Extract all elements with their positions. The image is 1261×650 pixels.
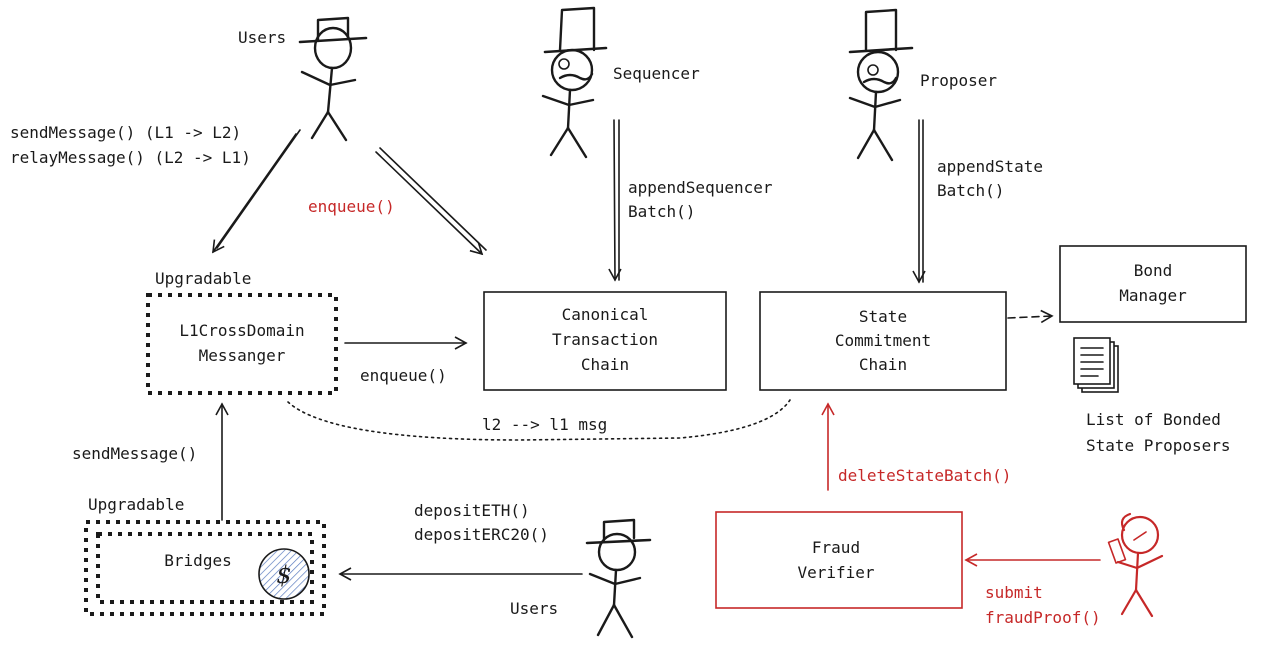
users-bottom-label: Users (510, 599, 558, 618)
bonded-line-1: List of Bonded (1086, 410, 1221, 429)
fraud-line-2: Verifier (797, 563, 874, 582)
bonded-line-2: State Proposers (1086, 436, 1231, 455)
sequencer-actor: Sequencer (541, 6, 700, 159)
messenger-box (146, 293, 338, 395)
ctc-box (483, 291, 727, 391)
bond-line-2: Manager (1119, 286, 1187, 305)
scc-line-3: Chain (859, 355, 907, 374)
dollar-coin-icon: $ (258, 548, 310, 600)
submit-label: submit (985, 583, 1043, 602)
bridges-inner-box (96, 532, 314, 604)
challenger-actor (1107, 512, 1164, 618)
arrows (212, 119, 1101, 581)
ctc-line-2: Transaction (552, 330, 658, 349)
messenger-line-1: L1CrossDomain (179, 321, 304, 340)
ctc-line-3: Chain (581, 355, 629, 374)
ctc-line-1: Canonical (562, 305, 649, 324)
state-commitment-chain: State Commitment Chain (759, 291, 1007, 391)
append-state-label-1: appendState (937, 157, 1043, 176)
send-message-bridges-label: sendMessage() (72, 444, 197, 463)
enqueue-label: enqueue() (360, 366, 447, 385)
fraud-box (715, 511, 963, 609)
messenger-line-2: Messanger (199, 346, 286, 365)
bond-box (1059, 245, 1247, 323)
fraud-verifier: Fraud Verifier (715, 511, 963, 609)
upgradable-tag: Upgradable (88, 495, 184, 514)
upgradable-tag: Upgradable (155, 269, 251, 288)
stick-figure-icon (585, 518, 652, 639)
append-state-label-2: Batch() (937, 181, 1004, 200)
bridges: Upgradable Bridges $ (84, 495, 326, 616)
relay-message-label: relayMessage() (L2 -> L1) (10, 148, 251, 167)
proposer-label: Proposer (920, 71, 997, 90)
bond-line-1: Bond (1134, 261, 1173, 280)
sequencer-label: Sequencer (613, 64, 700, 83)
users-top-actor: Users (238, 16, 368, 142)
bridges-outer-box (84, 520, 326, 616)
scc-box (759, 291, 1007, 391)
stick-figure-icon (298, 16, 368, 142)
red-figure-icon (1107, 512, 1164, 618)
delete-state-batch-label: deleteStateBatch() (838, 466, 1011, 485)
append-seq-label-2: Batch() (628, 202, 695, 221)
dotted-l2-l1-link (287, 399, 791, 441)
arrow-users-to-ctc-shadow (379, 147, 487, 251)
tophat-figure-icon (541, 6, 608, 159)
users-top-label: Users (238, 28, 286, 47)
bonded-proposers-list: List of Bonded State Proposers (1073, 337, 1231, 455)
proposer-actor: Proposer (848, 8, 997, 162)
documents-icon (1073, 337, 1119, 393)
bond-manager: Bond Manager (1059, 245, 1247, 323)
users-bottom-actor: Users (510, 518, 652, 639)
arrow-scc-to-bond (1007, 309, 1054, 324)
scc-line-2: Commitment (835, 331, 931, 350)
arrow-sequencer-to-ctc (608, 119, 622, 282)
tophat-figure-icon (848, 8, 914, 162)
coin-symbol: $ (276, 561, 291, 589)
arrow-users-to-messenger-shadow (216, 129, 301, 249)
canonical-transaction-chain: Canonical Transaction Chain (483, 291, 727, 391)
send-message-label: sendMessage() (L1 -> L2) (10, 123, 241, 142)
scc-line-1: State (859, 307, 907, 326)
bridges-label: Bridges (164, 551, 231, 570)
l2-l1-msg-label: l2 --> l1 msg (482, 415, 607, 434)
enqueue-red-label: enqueue() (308, 197, 395, 216)
arrow-users-to-ctc (375, 151, 484, 256)
fraud-proof-label: fraudProof() (985, 608, 1101, 627)
arrow-users-to-messenger (212, 133, 297, 254)
l1-cross-domain-messenger: Upgradable L1CrossDomain Messanger (146, 269, 338, 395)
deposit-eth-label: depositETH() (414, 501, 530, 520)
fraud-line-1: Fraud (812, 538, 860, 557)
deposit-erc20-label: depositERC20() (414, 525, 549, 544)
append-seq-label-1: appendSequencer (628, 178, 773, 197)
